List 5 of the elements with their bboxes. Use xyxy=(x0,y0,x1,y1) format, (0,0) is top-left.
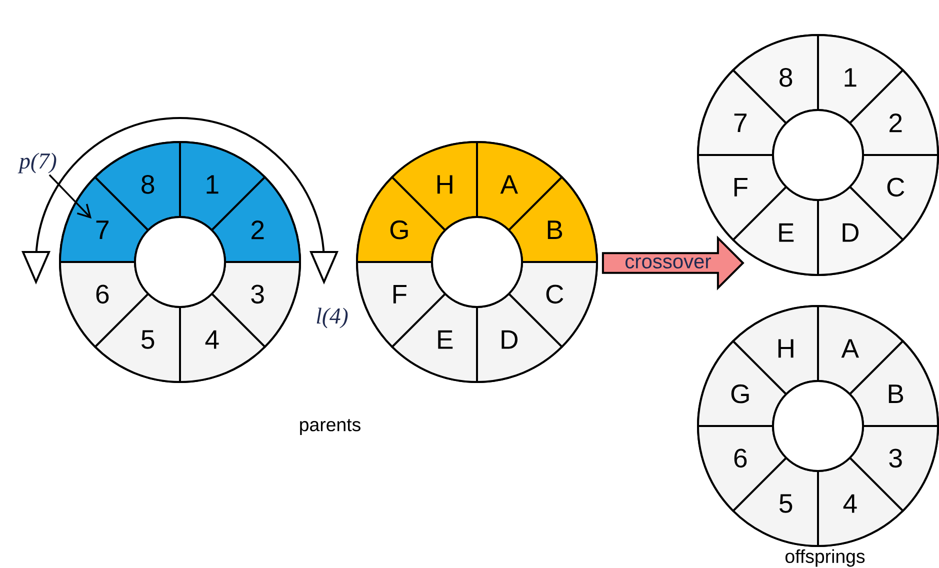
dimension-label: l(4) xyxy=(316,308,348,328)
hub-circle xyxy=(772,380,864,472)
caption-label: offsprings xyxy=(785,549,865,567)
annotation: p(7) xyxy=(18,152,56,174)
caption-label: parents xyxy=(300,419,360,435)
